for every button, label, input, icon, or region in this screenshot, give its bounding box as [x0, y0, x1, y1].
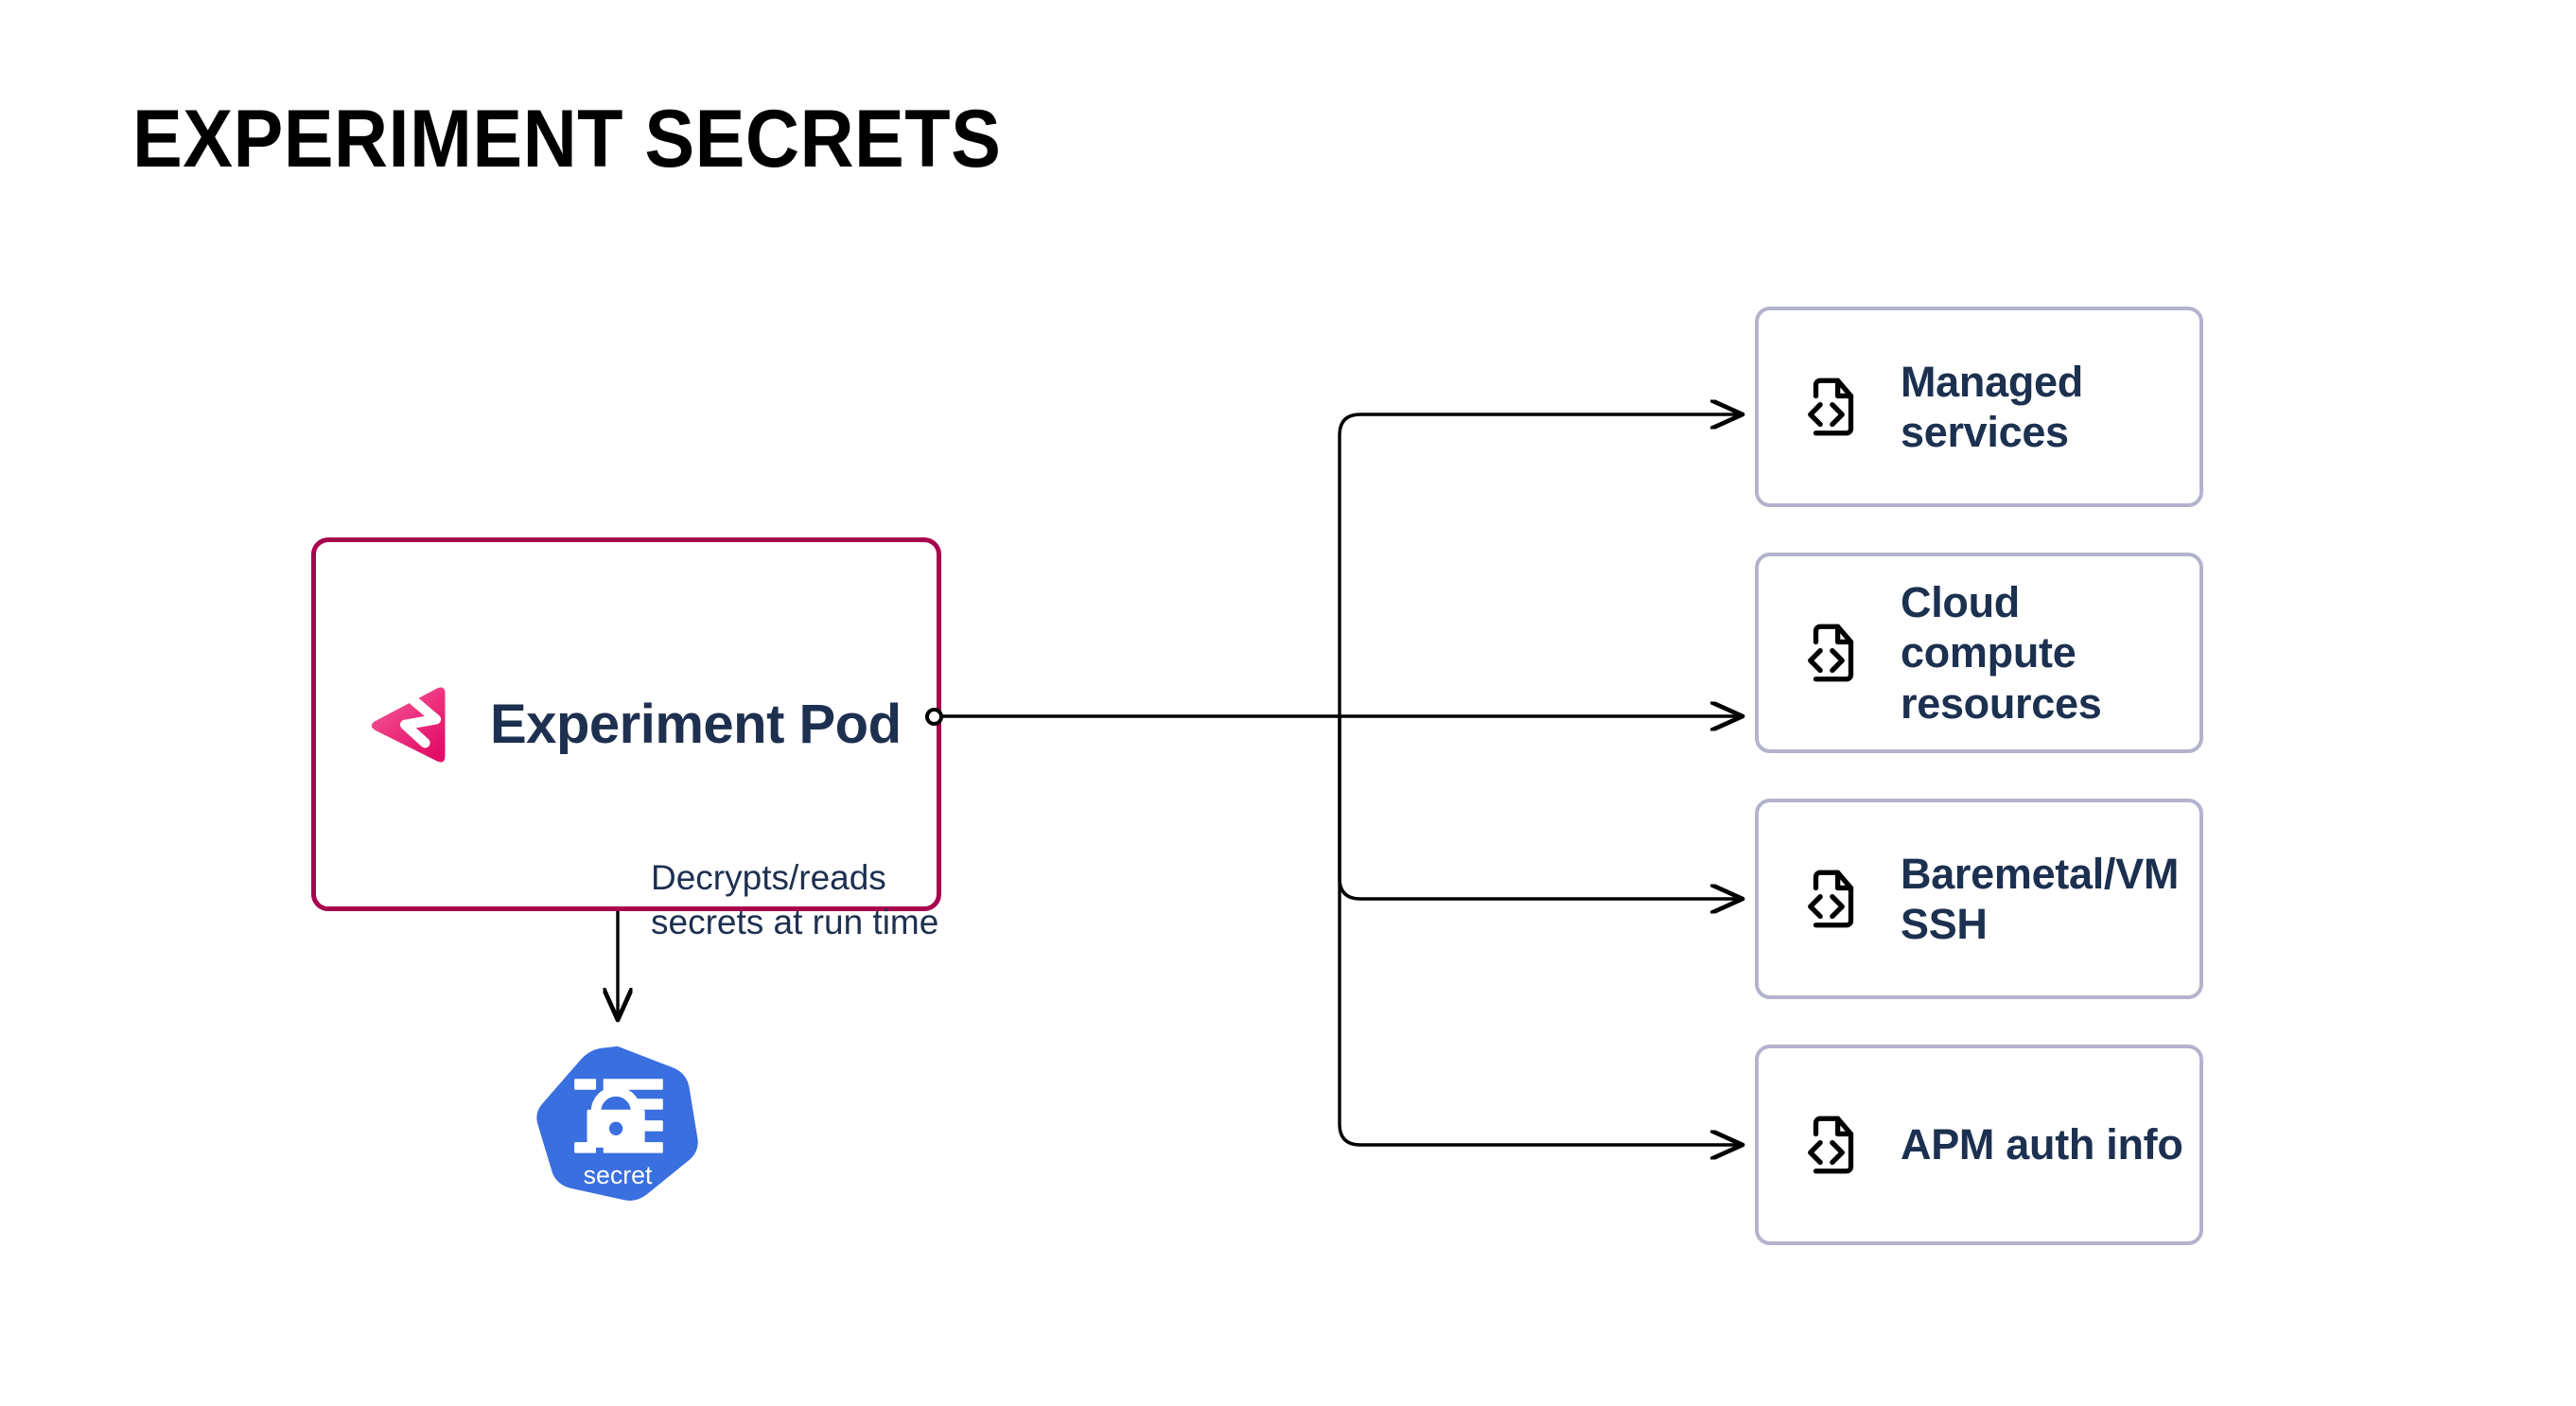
file-code-icon — [1798, 372, 1868, 442]
target-card-apm-auth-info[interactable]: APM auth info — [1755, 1045, 2203, 1245]
target-card-label: Baremetal/VM SSH — [1901, 849, 2179, 949]
target-card-label-line-1: Cloud compute — [1901, 578, 2077, 677]
experiment-pod-node[interactable]: Experiment Pod — [311, 537, 941, 911]
file-code-icon — [1798, 618, 1868, 688]
target-card-label: APM auth info — [1901, 1119, 2183, 1169]
edge-trunk-to-baremetal-ssh — [1338, 714, 1743, 899]
target-card-label-line-1: APM auth info — [1901, 1120, 2183, 1169]
file-code-icon — [1798, 864, 1868, 934]
file-code-icon — [1798, 1110, 1868, 1180]
target-card-label-line-1: Managed — [1901, 357, 2083, 406]
target-card-baremetal-vm-ssh[interactable]: Baremetal/VM SSH — [1755, 799, 2203, 999]
svg-text:secret: secret — [584, 1161, 653, 1189]
decrypt-edge-caption: Decrypts/reads secrets at run time — [651, 855, 1048, 945]
target-card-managed-services[interactable]: Managed services — [1755, 307, 2203, 507]
edge-trunk-to-apm-auth — [1338, 714, 1743, 1145]
target-card-cloud-compute-resources[interactable]: Cloud compute resources — [1755, 553, 2203, 753]
page-title: EXPERIMENT SECRETS — [132, 94, 1002, 185]
decrypt-caption-line-2: secrets at run time — [651, 903, 939, 942]
target-card-label-line-2: resources — [1901, 678, 2102, 728]
target-card-label: Cloud compute resources — [1901, 577, 2199, 728]
decrypt-caption-line-1: Decrypts/reads — [651, 858, 886, 897]
target-card-label-line-2: SSH — [1901, 900, 1988, 948]
kubernetes-secret-node[interactable]: secret — [536, 1043, 699, 1205]
experiment-pod-label: Experiment Pod — [490, 694, 902, 755]
litmuschaos-logo-icon — [365, 679, 456, 770]
edge-trunk-to-managed-services — [1338, 414, 1743, 718]
connector-port — [925, 708, 943, 726]
target-card-label-line-2: services — [1901, 408, 2069, 456]
target-card-label: Managed services — [1901, 357, 2083, 457]
target-card-label-line-1: Baremetal/VM — [1901, 849, 2180, 898]
